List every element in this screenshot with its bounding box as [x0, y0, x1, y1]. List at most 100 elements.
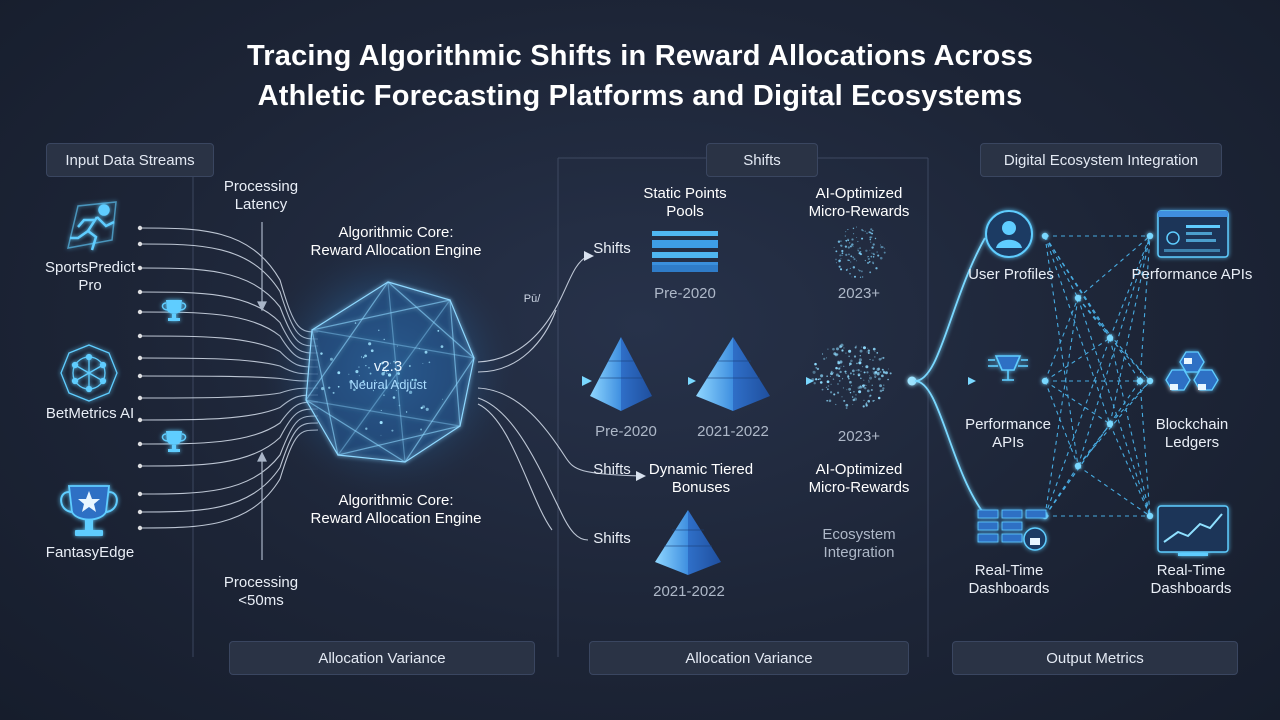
particle	[883, 247, 886, 249]
particle	[827, 385, 830, 387]
particle	[869, 375, 871, 377]
core-particle	[354, 322, 357, 324]
wire-endpoint	[137, 441, 143, 447]
particle	[847, 259, 850, 262]
particle	[852, 373, 855, 376]
particle	[830, 370, 833, 373]
particle	[840, 240, 842, 242]
mesh-link	[1139, 380, 1151, 517]
particle	[848, 253, 850, 256]
mesh-link	[1044, 380, 1111, 425]
particle	[841, 349, 844, 352]
particle	[825, 357, 828, 359]
core-particle	[395, 390, 397, 392]
trophy-star-icon	[60, 485, 118, 536]
particle	[848, 355, 850, 358]
core-particle	[362, 356, 365, 359]
particle	[857, 249, 859, 251]
trophy-icon	[161, 431, 187, 452]
particle	[844, 235, 846, 237]
performance-apis-top-label: Performance APIs	[1131, 266, 1253, 283]
perf-apis-line-2: APIs	[992, 434, 1024, 451]
pyramid-2021-2022	[696, 337, 770, 411]
core-particle	[414, 378, 417, 382]
particle	[872, 347, 876, 351]
core-particle	[425, 407, 429, 411]
mesh-node	[1041, 377, 1049, 385]
particle	[872, 243, 875, 246]
particle	[849, 267, 851, 269]
particle	[851, 238, 854, 241]
dash-right-line-2: Dashboards	[1150, 580, 1232, 597]
particle	[882, 356, 885, 359]
core-particle	[397, 372, 401, 375]
dynamic-tiered-label: Dynamic Tiered Bonuses	[640, 461, 762, 497]
particle	[839, 370, 842, 374]
particle	[875, 267, 878, 270]
core-version: v2.3	[373, 358, 403, 375]
core-particle	[381, 372, 385, 376]
mesh-node	[1146, 377, 1154, 385]
blockchain-line-2: Ledgers	[1164, 434, 1220, 451]
particle	[853, 390, 855, 393]
particle	[872, 400, 875, 402]
particle	[874, 376, 876, 379]
particle	[840, 258, 842, 260]
particle	[812, 370, 816, 374]
particle	[871, 229, 874, 232]
particle	[867, 347, 869, 349]
neural-network-icon	[60, 344, 118, 402]
static-points-era: Pre-2020	[654, 285, 716, 302]
core-particle	[365, 427, 368, 430]
particle	[870, 388, 873, 392]
particle	[851, 276, 853, 278]
core-bottom-line-1: Algorithmic Core:	[338, 492, 454, 509]
static-points-line-2: Pools	[666, 203, 704, 220]
particle	[846, 389, 848, 391]
particle	[877, 396, 881, 400]
particle	[839, 254, 842, 257]
mesh-node	[1074, 294, 1082, 302]
particle	[857, 250, 859, 252]
particle	[823, 357, 826, 360]
particle	[865, 249, 868, 252]
core-particle	[437, 329, 440, 332]
core-mode: Neural Adjust	[349, 377, 427, 392]
particle	[848, 242, 851, 244]
particle	[877, 367, 881, 371]
user-profiles-label: User Profiles	[968, 266, 1054, 283]
particle	[856, 362, 858, 365]
shift-label-middle: Shifts	[593, 461, 631, 478]
particle	[835, 366, 838, 370]
dashboard-screen-icon	[1157, 210, 1229, 258]
core-particle	[411, 378, 414, 381]
core-particle	[374, 379, 376, 382]
particle	[883, 384, 885, 386]
core-particle	[428, 361, 431, 364]
core-bottom-line-2: Reward Allocation Engine	[310, 510, 482, 527]
particle	[858, 358, 862, 362]
particle	[853, 258, 856, 261]
particle	[859, 247, 861, 249]
particle	[855, 345, 857, 347]
particle	[857, 373, 861, 377]
particle	[832, 372, 834, 374]
particle	[847, 239, 849, 242]
core-particle	[321, 387, 325, 391]
particle	[817, 378, 820, 381]
wire-endpoint	[137, 333, 143, 339]
particle	[884, 371, 888, 375]
particle	[833, 393, 836, 396]
particle	[855, 369, 857, 371]
particle	[863, 399, 865, 402]
dynamic-line-1: Dynamic Tiered	[648, 461, 754, 478]
core-particle	[424, 350, 428, 354]
particle	[819, 381, 823, 384]
particle	[866, 232, 868, 235]
core-top-line-1: Algorithmic Core:	[338, 224, 454, 241]
particle	[872, 371, 874, 373]
latency-top-line-2: Latency	[234, 196, 288, 213]
particle	[853, 355, 857, 358]
core-particle	[393, 360, 395, 363]
particle	[872, 262, 875, 265]
